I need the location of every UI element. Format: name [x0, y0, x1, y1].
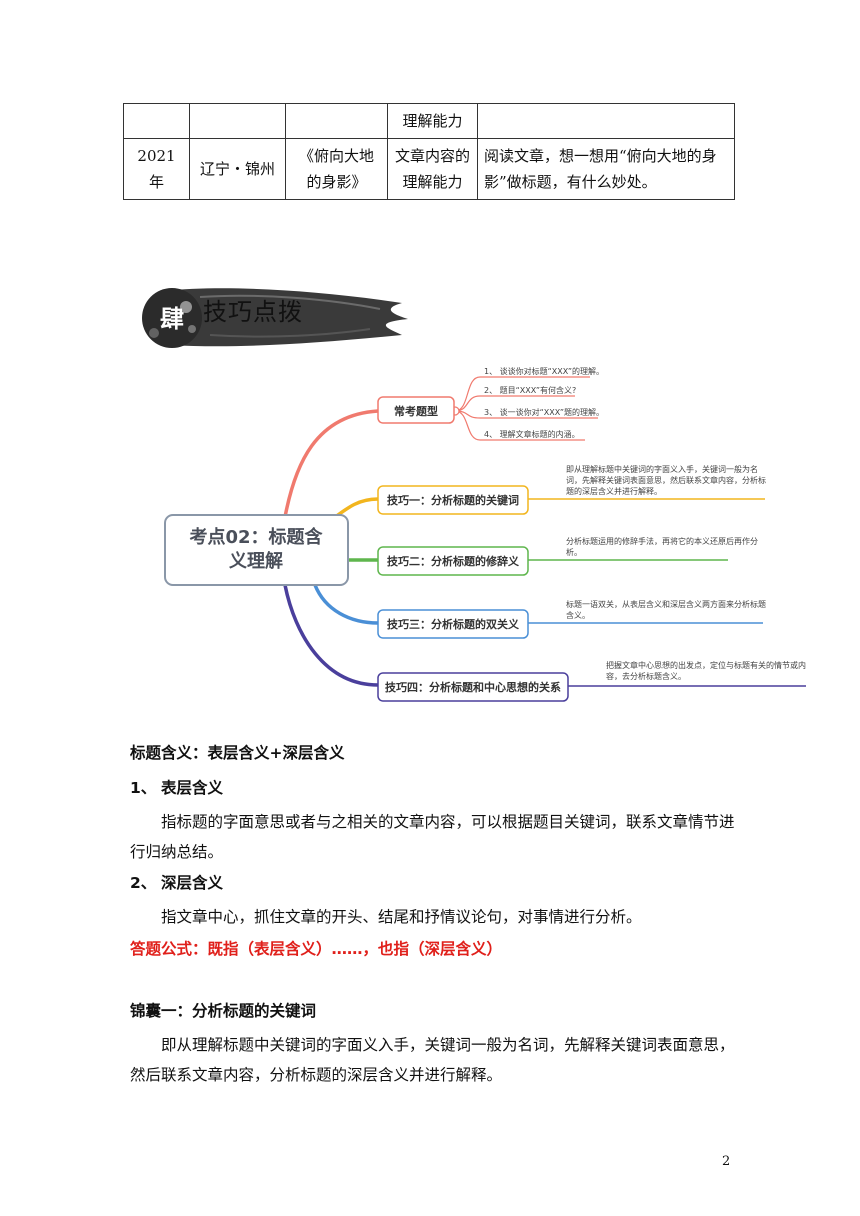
- table-cell: [285, 103, 388, 139]
- branch-node-tip2: [377, 546, 529, 576]
- ink-brush-banner: 肆: [142, 288, 408, 348]
- branch-node-common-types: [377, 396, 455, 424]
- branch-connector: [283, 409, 379, 518]
- item-text: 1、 谈谈你对标题“XXX”的理解。: [484, 366, 604, 376]
- branch-label: 技巧三：分析标题的双关义: [387, 617, 520, 631]
- tip-heading: 锦囊一：分析标题的关键词: [130, 1002, 317, 1020]
- note-text: 标题一语双关，从表层含义和深层含义两方面来分析标题 含义。: [566, 599, 769, 620]
- item-title: 深层含义: [161, 874, 224, 892]
- paragraph: 即从理解标题中关键词的字面义入手，关键词一般为名词，先解释关键词表面意思，然后联…: [130, 1036, 735, 1084]
- note-text: 把握文章中心思想的出发点，定位与标题有关的情节或内 容，去分析标题含义。: [606, 660, 809, 681]
- table-row: 理解能力: [123, 103, 735, 139]
- branch-label: 技巧二：分析标题的修辞义: [387, 554, 520, 568]
- item-text: 3、 谈一谈你对“XXX”题的理解。: [484, 407, 604, 417]
- center-node: [164, 514, 349, 586]
- table-cell: 《俯向大地的身影》: [285, 138, 388, 200]
- item-number: 1、: [130, 779, 157, 797]
- banner-title: 技巧点拨: [203, 298, 303, 326]
- banner-badge: 肆: [160, 304, 184, 333]
- center-node-line1: 考点02：标题含: [189, 526, 323, 548]
- branch-label: 常考题型: [394, 404, 438, 418]
- table-cell: [123, 103, 190, 139]
- table-cell: [189, 103, 286, 139]
- table-row: 2021 年 辽宁・锦州 《俯向大地的身影》 文章内容的理解能力 阅读文章，想一…: [123, 138, 735, 200]
- item-title: 表层含义: [161, 779, 224, 797]
- branch-label: 技巧四：分析标题和中心思想的关系: [385, 680, 561, 694]
- item-text: 2、 题目“XXX”有何含义?: [484, 385, 576, 395]
- exam-table: 理解能力 2021 年 辽宁・锦州 《俯向大地的身影》 文章内容的理解能力 阅读…: [123, 103, 735, 200]
- note-text: 即从理解标题中关键词的字面义入手，关键词一般为名 词，先解释关键词表面意思，然后…: [566, 464, 769, 496]
- branch-node-tip4: [377, 672, 569, 702]
- page-number: 2: [722, 1154, 731, 1169]
- center-node-line2: 义理解: [229, 550, 283, 572]
- branch-node-tip3: [377, 609, 529, 639]
- section-heading: 标题含义：表层含义+深层含义: [130, 744, 345, 762]
- table-cell: 文章内容的理解能力: [387, 138, 478, 200]
- table-cell: 辽宁・锦州: [189, 138, 286, 200]
- table-cell: 2021 年: [123, 138, 190, 200]
- answer-formula: 答题公式：既指（表层含义）……，也指（深层含义）: [130, 940, 503, 958]
- branch-connector: [313, 584, 379, 625]
- branch-connector: [283, 584, 379, 687]
- paragraph: 指文章中心，抓住文章的开头、结尾和抒情议论句，对事情进行分析。: [161, 908, 642, 926]
- note-text: 分析标题运用的修辞手法，再将它的本义还原后再作分 析。: [566, 536, 761, 557]
- branch-label: 技巧一：分析标题的关键词: [387, 493, 519, 507]
- table-cell: 阅读文章，想一想用“俯向大地的身影”做标题，有什么妙处。: [477, 138, 735, 200]
- mindmap: 考点02：标题含 义理解 常考题型 1、 谈谈你对标题“XXX”的理解。 2、 …: [164, 366, 809, 702]
- item-text: 4、 理解文章标题的内涵。: [484, 429, 580, 439]
- branch-node-tip1: [377, 485, 529, 515]
- table-cell: [477, 103, 735, 139]
- table-cell: 理解能力: [387, 103, 478, 139]
- paragraph: 指标题的字面意思或者与之相关的文章内容，可以根据题目关键词，联系文章情节进行归纳…: [130, 813, 735, 861]
- item-number: 2、: [130, 874, 157, 892]
